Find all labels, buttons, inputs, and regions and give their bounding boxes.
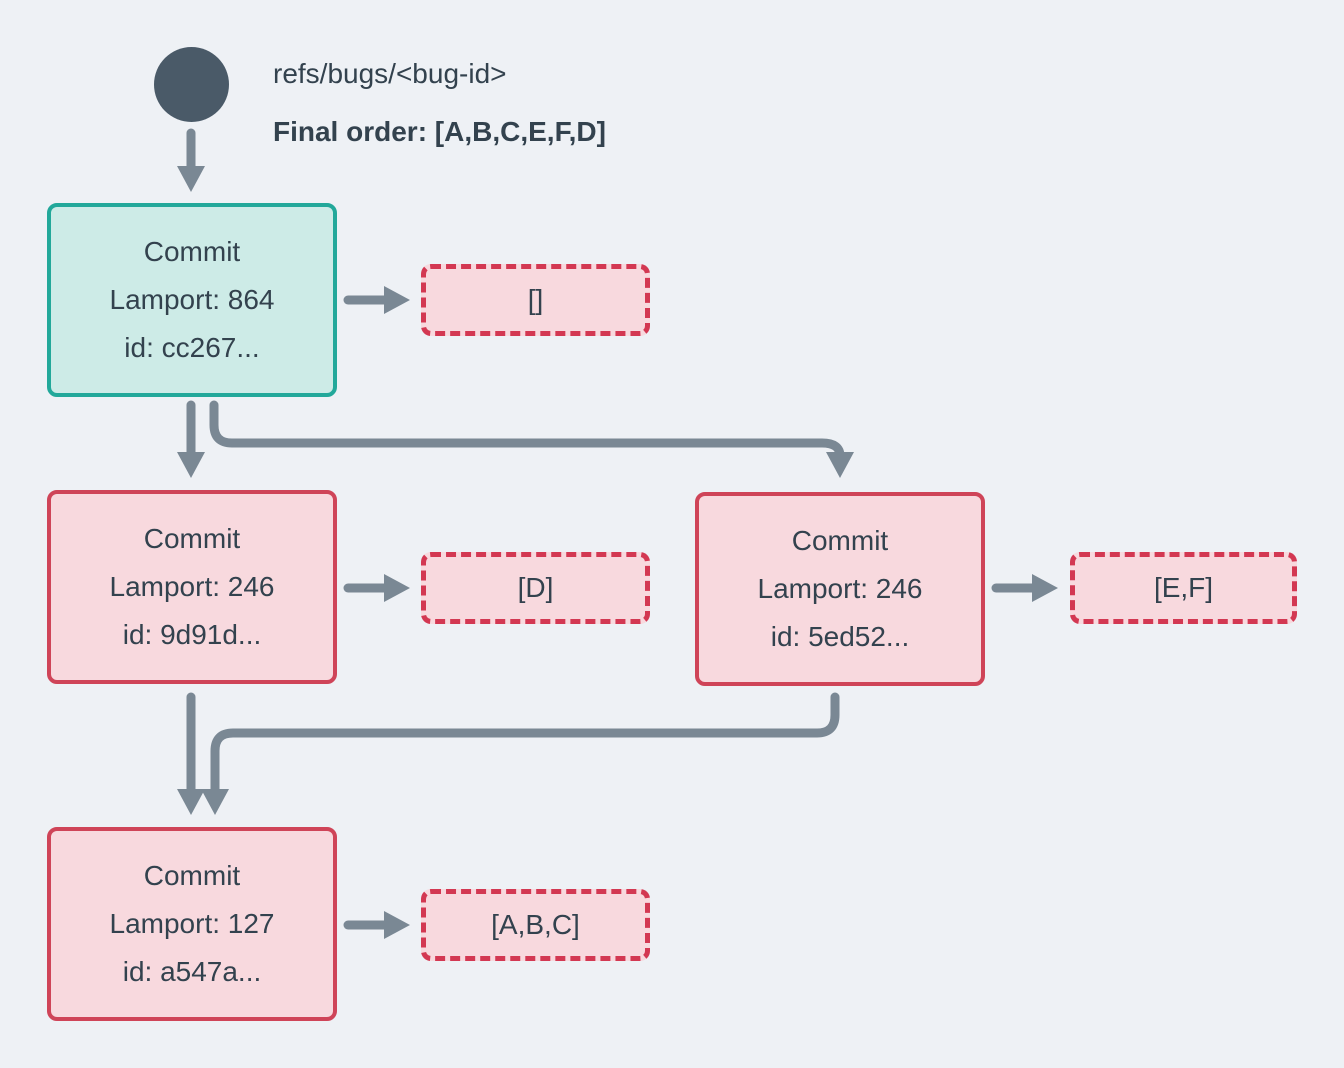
commit-title: Commit	[143, 236, 241, 267]
edge-commit-5ed52-to-commit-a547a	[201, 692, 840, 815]
edge-head-commit-to-commit-5ed52	[209, 400, 854, 478]
commit-id: id: cc267...	[124, 332, 260, 363]
edge-ref-to-head-commit	[177, 128, 205, 192]
commit-title: Commit	[143, 860, 241, 891]
edge-head-commit-to-commit-9d91d	[177, 400, 205, 478]
commit-id: id: a547a...	[122, 956, 262, 987]
edge-head-commit-to-ops-empty	[343, 286, 410, 314]
commit-id: id: 9d91d...	[122, 619, 262, 650]
commit-lamport: Lamport: 864	[109, 284, 275, 315]
commit-id: id: 5ed52...	[770, 621, 910, 652]
ops-box-ef: [E,F]	[1070, 552, 1297, 624]
edge-commit-a547a-to-ops-abc	[343, 911, 410, 939]
commit-node-cc267: Commit Lamport: 864 id: cc267...	[47, 203, 337, 397]
edge-commit-9d91d-to-ops-d	[343, 574, 410, 602]
commit-lamport: Lamport: 246	[757, 573, 923, 604]
ref-label: refs/bugs/<bug-id>	[273, 58, 507, 89]
edge-commit-5ed52-to-ops-ef	[991, 574, 1058, 602]
commit-title: Commit	[143, 523, 241, 554]
commit-node-a547a: Commit Lamport: 127 id: a547a...	[47, 827, 337, 1021]
commit-node-9d91d: Commit Lamport: 246 id: 9d91d...	[47, 490, 337, 684]
final-order-label: Final order: [A,B,C,E,F,D]	[273, 116, 606, 147]
commit-title: Commit	[791, 525, 889, 556]
ops-box-empty: []	[421, 264, 650, 336]
ops-box-abc: [A,B,C]	[421, 889, 650, 961]
commit-lamport: Lamport: 127	[109, 908, 275, 939]
commit-node-5ed52: Commit Lamport: 246 id: 5ed52...	[695, 492, 985, 686]
ops-box-d: [D]	[421, 552, 650, 624]
ref-head-circle	[154, 47, 229, 122]
edge-commit-9d91d-to-commit-a547a	[177, 692, 205, 815]
commit-lamport: Lamport: 246	[109, 571, 275, 602]
